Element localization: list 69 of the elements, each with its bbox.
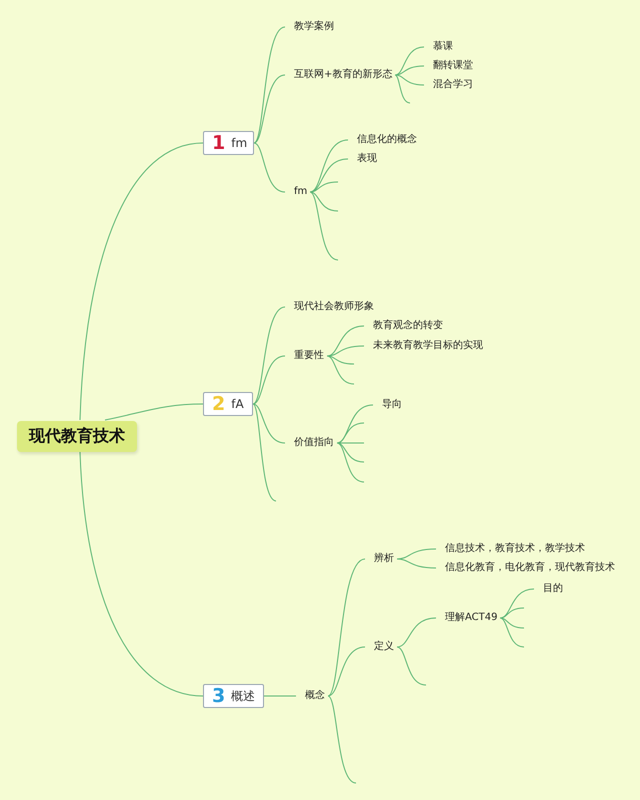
branch-line xyxy=(396,558,436,568)
branch-line xyxy=(328,646,366,696)
central-topic-box xyxy=(17,420,137,452)
empty-branch-line xyxy=(396,646,426,686)
topic-text: 混合学习 xyxy=(424,78,473,92)
branch-line xyxy=(254,142,286,192)
topic-text: fm xyxy=(231,136,248,150)
topic-text: 目的 xyxy=(534,582,563,596)
topic-text: 辨析 xyxy=(365,552,394,566)
empty-branch-line xyxy=(500,618,524,628)
topic-text: 教育观念的转变 xyxy=(364,319,443,333)
branch-line xyxy=(394,46,424,76)
topic-text: 慕课 xyxy=(424,40,453,54)
branch-line xyxy=(394,74,424,86)
branch-line xyxy=(500,588,534,618)
branch-topic-box xyxy=(203,392,253,416)
topic-text: 概念 xyxy=(296,689,325,703)
topic-text: 互联网+教育的新形态 xyxy=(285,68,392,82)
empty-branch-line xyxy=(310,182,338,192)
topic-text: 导向 xyxy=(373,398,402,412)
empty-branch-line xyxy=(310,192,338,212)
branch-number: 1 xyxy=(212,133,226,153)
branch-line xyxy=(310,158,348,192)
branch-number: 2 xyxy=(212,394,226,414)
empty-branch-line xyxy=(500,608,524,618)
branch-number: 3 xyxy=(212,686,226,706)
topic-text: fm xyxy=(285,185,308,199)
empty-branch-line xyxy=(336,442,364,462)
topic-text: 翻转课堂 xyxy=(424,59,473,73)
branch-line xyxy=(328,558,366,696)
empty-branch-line xyxy=(310,192,338,260)
topic-text: 重要性 xyxy=(285,349,324,363)
branch-line xyxy=(80,452,204,696)
branch-line xyxy=(310,140,348,192)
empty-branch-line xyxy=(336,442,364,482)
empty-branch-line xyxy=(336,442,364,444)
topic-text: fA xyxy=(231,397,244,411)
topic-text: 表现 xyxy=(348,152,377,166)
branch-line xyxy=(326,326,364,356)
topic-text: 信息化教育，电化教育，现代教育技术 xyxy=(436,561,615,575)
topic-text: 价值指向 xyxy=(285,436,334,450)
branch-line xyxy=(394,66,424,76)
empty-branch-line xyxy=(326,356,354,364)
empty-branch-line xyxy=(326,356,354,384)
topic-text: 概述 xyxy=(231,688,256,704)
branch-line xyxy=(104,404,204,420)
branch-line xyxy=(252,356,286,404)
branch-line xyxy=(396,618,436,648)
branch-line xyxy=(254,74,286,144)
topic-text: 教学案例 xyxy=(285,20,334,34)
topic-text: 理解ACT49 xyxy=(436,611,498,625)
topic-text: 未来教育教学目标的实现 xyxy=(364,339,483,353)
topic-text: 现代社会教师形象 xyxy=(285,300,374,314)
empty-branch-line xyxy=(336,422,364,444)
empty-branch-line xyxy=(394,74,410,104)
branch-line xyxy=(252,404,286,444)
topic-text: 定义 xyxy=(365,640,394,654)
empty-branch-line xyxy=(500,618,524,648)
topic-text: 信息化的概念 xyxy=(348,133,417,147)
empty-branch-line xyxy=(328,696,356,784)
empty-branch-line xyxy=(252,404,276,502)
branch-line xyxy=(326,346,364,356)
branch-line xyxy=(254,26,286,144)
branch-line xyxy=(80,142,204,420)
branch-topic-box xyxy=(203,131,254,155)
branch-line xyxy=(252,306,286,404)
branch-topic-box xyxy=(203,684,264,708)
central-topic-text: 现代教育技术 xyxy=(29,426,125,446)
topic-text: 信息技术，教育技术，教学技术 xyxy=(436,542,585,556)
